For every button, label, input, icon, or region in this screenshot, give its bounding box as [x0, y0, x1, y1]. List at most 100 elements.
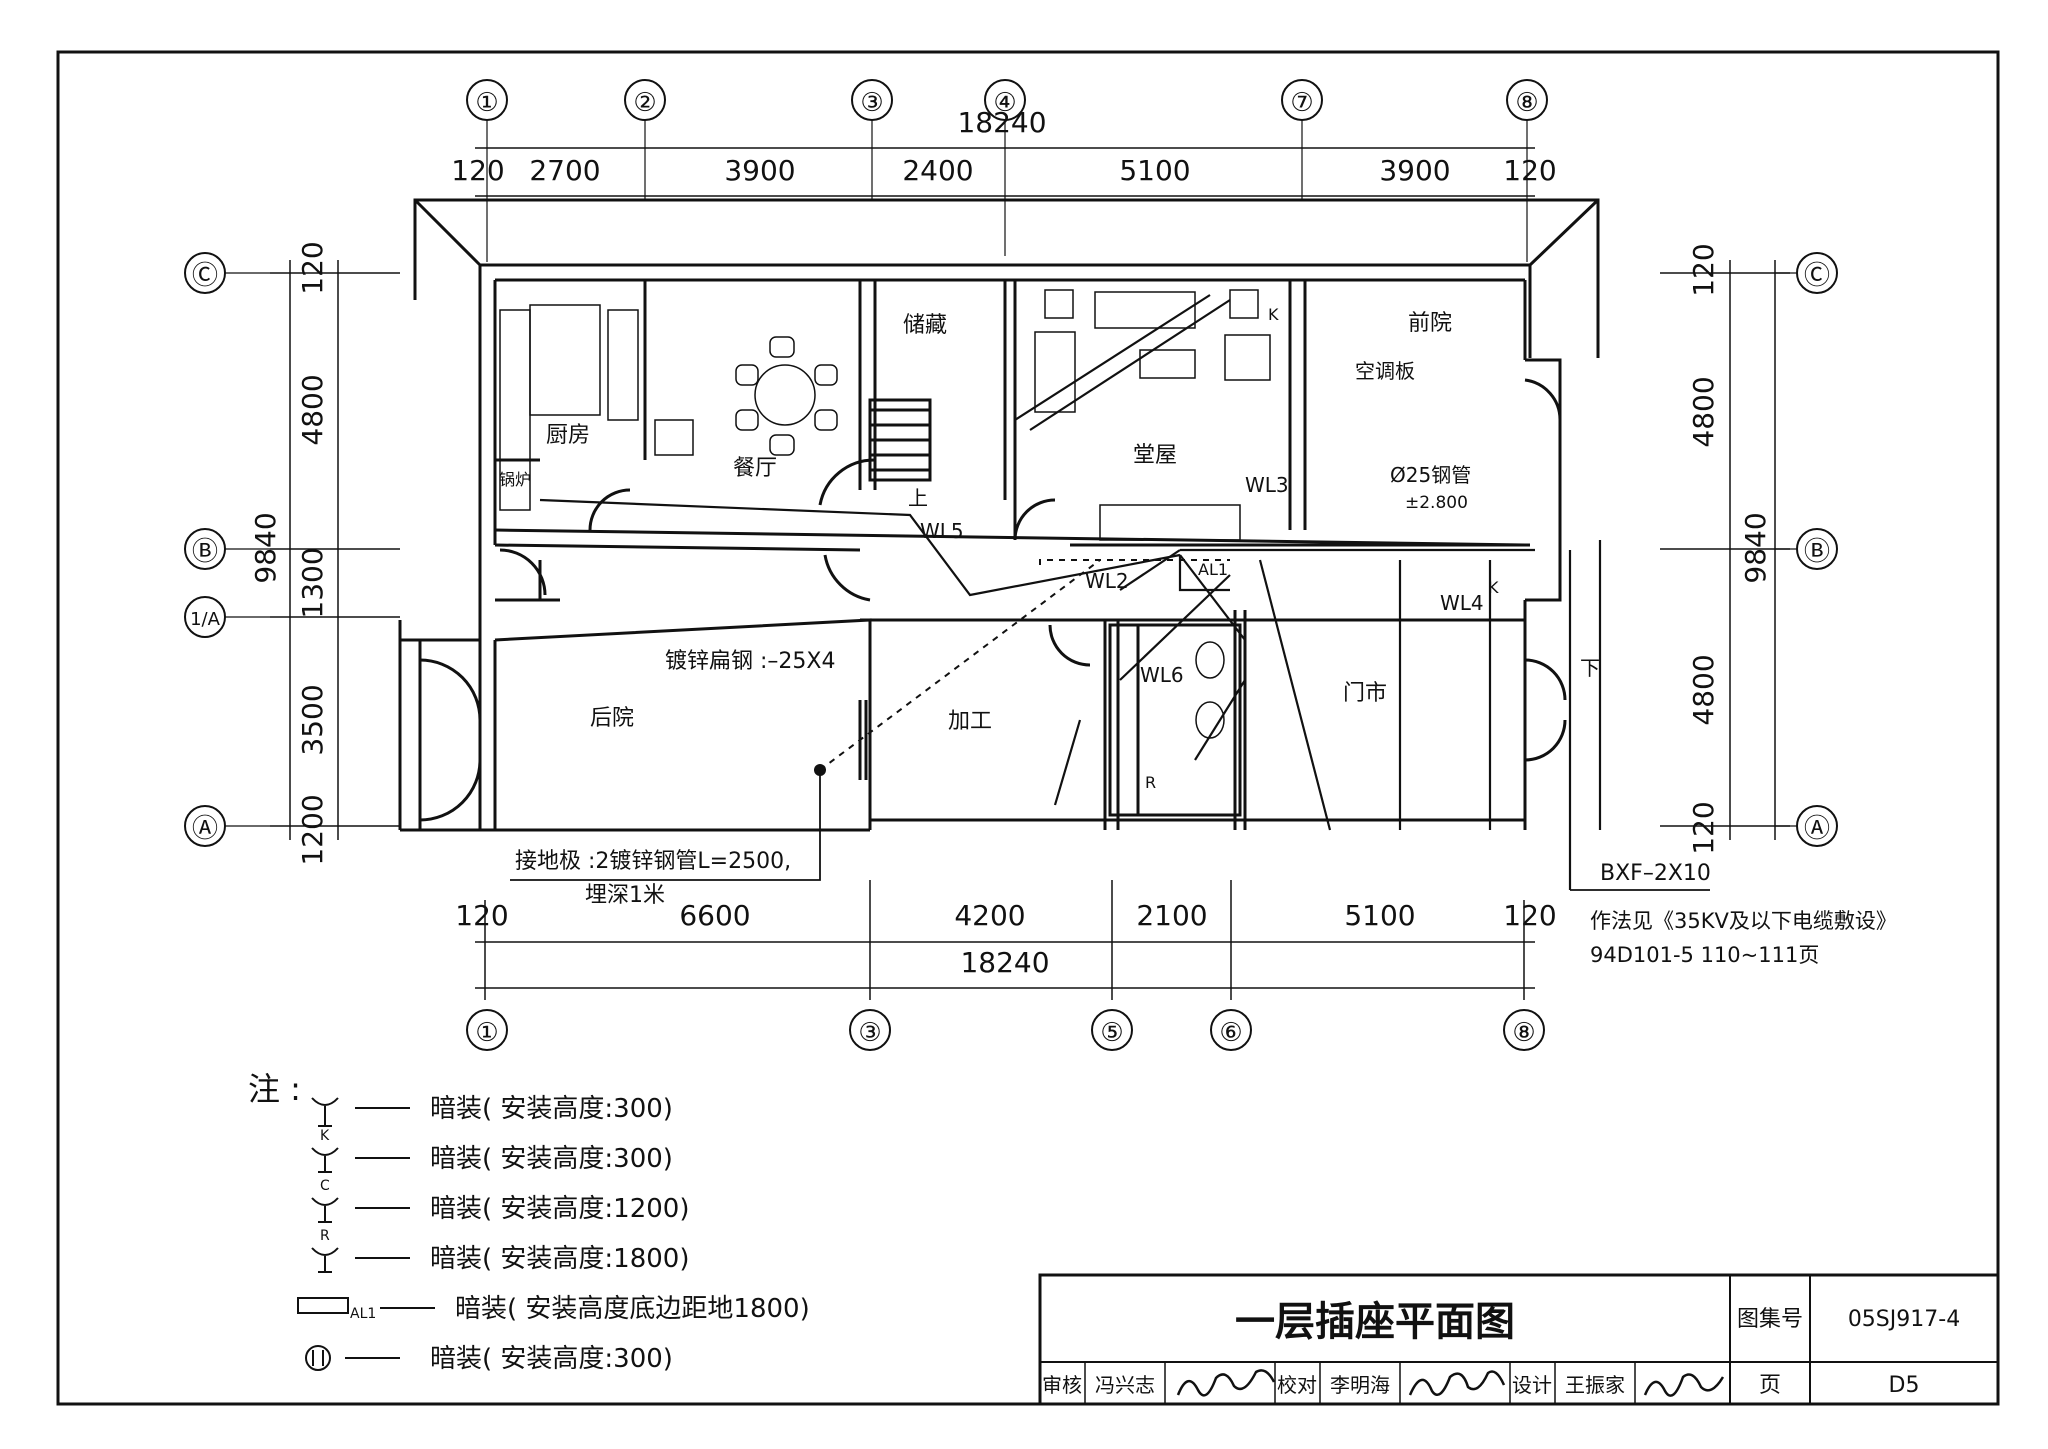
- room-back-yard: 后院: [590, 706, 634, 731]
- legend-item: K 暗装( 安装高度:300): [311, 1128, 673, 1174]
- svg-text:2400: 2400: [902, 154, 973, 187]
- svg-text:暗装( 安装高度:1200): 暗装( 安装高度:1200): [430, 1194, 689, 1224]
- svg-text:2100: 2100: [1136, 899, 1207, 932]
- svg-text:图集号: 图集号: [1737, 1307, 1803, 1332]
- left-dimension-texts: 120 4800 1300 3500 1200 9840: [249, 241, 329, 865]
- svg-text:4800: 4800: [296, 374, 329, 445]
- svg-text:空调板: 空调板: [1355, 359, 1415, 383]
- svg-text:设计: 设计: [1512, 1373, 1552, 1397]
- svg-text:Ⓒ: Ⓒ: [192, 261, 218, 291]
- right-dimensions: [1660, 260, 1790, 840]
- walls: [398, 198, 1600, 832]
- svg-text:18240: 18240: [957, 106, 1046, 139]
- bottom-dimensions: [475, 880, 1535, 1000]
- svg-text:120: 120: [1687, 243, 1720, 296]
- room-labels: 厨房 餐厅 储藏 堂屋 前院 后院 加工 门市 锅炉: [499, 311, 1452, 734]
- annotations: 上 下 空调板 Ø25钢管 ±2.800 WL2 WL3 WL4 WL5 WL6…: [515, 305, 1897, 967]
- svg-text:BXF–2X10: BXF–2X10: [1600, 861, 1711, 886]
- room-dining: 餐厅: [733, 456, 777, 481]
- svg-text:Ⓑ: Ⓑ: [1804, 537, 1830, 567]
- svg-text:暗装( 安装高度:300): 暗装( 安装高度:300): [430, 1344, 673, 1374]
- svg-text:李明海: 李明海: [1330, 1373, 1390, 1397]
- svg-text:WL4: WL4: [1440, 591, 1484, 615]
- svg-text:120: 120: [451, 154, 504, 187]
- room-shop: 门市: [1343, 681, 1387, 706]
- svg-text:AL1: AL1: [350, 1306, 376, 1322]
- left-axis-bubbles: Ⓒ Ⓑ 1/A Ⓐ: [184, 252, 270, 847]
- bottom-dimension-texts: 120 6600 4200 2100 5100 120 18240: [455, 899, 1556, 979]
- axis-bubble: Ⓑ: [184, 528, 270, 570]
- room-front-yard: 前院: [1408, 311, 1452, 336]
- svg-text:1300: 1300: [296, 547, 329, 618]
- axis-bubble: 1/A: [184, 596, 270, 638]
- top-axis-bubbles: ① ② ③ ④ ⑦ ⑧: [466, 79, 1548, 262]
- svg-text:AL1: AL1: [1198, 560, 1228, 579]
- svg-text:1200: 1200: [296, 794, 329, 865]
- legend-item: C 暗装( 安装高度:1200): [311, 1178, 689, 1224]
- wiring: [539, 294, 1602, 890]
- signature-designer: [1643, 1373, 1725, 1397]
- legend-item: 暗装( 安装高度:300): [311, 1094, 673, 1127]
- svg-text:4800: 4800: [1687, 376, 1720, 447]
- svg-text:9840: 9840: [1739, 512, 1772, 583]
- legend: 注 : 暗装( 安装高度:300) K 暗装( 安装高度:300) C 暗装( …: [248, 1070, 810, 1374]
- svg-text:94D101-5 110~111页: 94D101-5 110~111页: [1590, 943, 1819, 967]
- svg-text:18240: 18240: [960, 946, 1049, 979]
- svg-text:±2.800: ±2.800: [1405, 493, 1468, 513]
- svg-text:审核: 审核: [1042, 1373, 1082, 1397]
- svg-text:接地极 :2镀锌钢管L=2500,: 接地极 :2镀锌钢管L=2500,: [515, 849, 791, 874]
- axis-bubble: ⑤: [1091, 1009, 1133, 1051]
- svg-text:K: K: [1488, 578, 1499, 597]
- svg-text:2700: 2700: [529, 154, 600, 187]
- svg-text:K: K: [320, 1128, 330, 1144]
- axis-bubble: ⑧: [1506, 79, 1548, 262]
- legend-item: R 暗装( 安装高度:1800): [311, 1228, 689, 1274]
- axis-bubble: ⑥: [1210, 1009, 1252, 1051]
- svg-text:3900: 3900: [1379, 154, 1450, 187]
- svg-text:1/A: 1/A: [190, 609, 221, 630]
- axis-bubble: ①: [466, 1009, 508, 1051]
- signature-checker: [1408, 1370, 1506, 1396]
- svg-text:R: R: [320, 1228, 330, 1244]
- svg-text:05SJ917-4: 05SJ917-4: [1848, 1307, 1960, 1332]
- axis-bubble: ③: [851, 79, 893, 200]
- bottom-axis-bubbles: ① ③ ⑤ ⑥ ⑧: [466, 1009, 1545, 1051]
- axis-bubble: ④: [984, 79, 1026, 256]
- svg-text:C: C: [320, 1178, 330, 1194]
- svg-text:⑤: ⑤: [1100, 1018, 1123, 1048]
- svg-text:暗装( 安装高度:300): 暗装( 安装高度:300): [430, 1094, 673, 1124]
- sheet-border: [56, 50, 2000, 1406]
- svg-text:6600: 6600: [679, 899, 750, 932]
- svg-text:②: ②: [633, 88, 656, 118]
- svg-text:镀锌扁钢 :–25X4: 镀锌扁钢 :–25X4: [665, 649, 835, 674]
- furniture: [499, 289, 1271, 739]
- svg-text:120: 120: [1687, 801, 1720, 854]
- svg-text:WL3: WL3: [1245, 473, 1289, 497]
- svg-text:R: R: [1145, 773, 1156, 792]
- top-dimension-texts: 18240 120 2700 3900 2400 5100 3900 120: [451, 106, 1556, 187]
- svg-text:上: 上: [908, 486, 928, 510]
- svg-text:WL5: WL5: [920, 519, 964, 543]
- room-stove: 锅炉: [499, 470, 531, 489]
- svg-text:D5: D5: [1889, 1373, 1920, 1398]
- svg-text:5100: 5100: [1344, 899, 1415, 932]
- axis-bubble: ⑦: [1281, 79, 1323, 200]
- right-dimension-texts: 120 4800 4800 120 9840: [1687, 243, 1772, 854]
- svg-text:120: 120: [296, 241, 329, 294]
- axis-bubble: ⑧: [1503, 1009, 1545, 1051]
- svg-text:①: ①: [475, 1018, 498, 1048]
- svg-text:4200: 4200: [954, 899, 1025, 932]
- axis-bubble: Ⓐ: [1775, 805, 1838, 847]
- axis-bubble: ②: [624, 79, 666, 200]
- svg-text:⑥: ⑥: [1219, 1018, 1242, 1048]
- svg-text:K: K: [1268, 305, 1279, 324]
- svg-text:暗装( 安装高度:1800): 暗装( 安装高度:1800): [430, 1244, 689, 1274]
- ground-strip: [819, 559, 1230, 771]
- left-dimensions: [270, 260, 400, 840]
- room-hall: 堂屋: [1133, 443, 1177, 468]
- svg-text:③: ③: [858, 1018, 881, 1048]
- axis-bubble: ③: [849, 1009, 891, 1051]
- svg-text:王振家: 王振家: [1565, 1373, 1625, 1397]
- svg-text:9840: 9840: [249, 512, 282, 583]
- legend-title: 注 :: [248, 1070, 301, 1108]
